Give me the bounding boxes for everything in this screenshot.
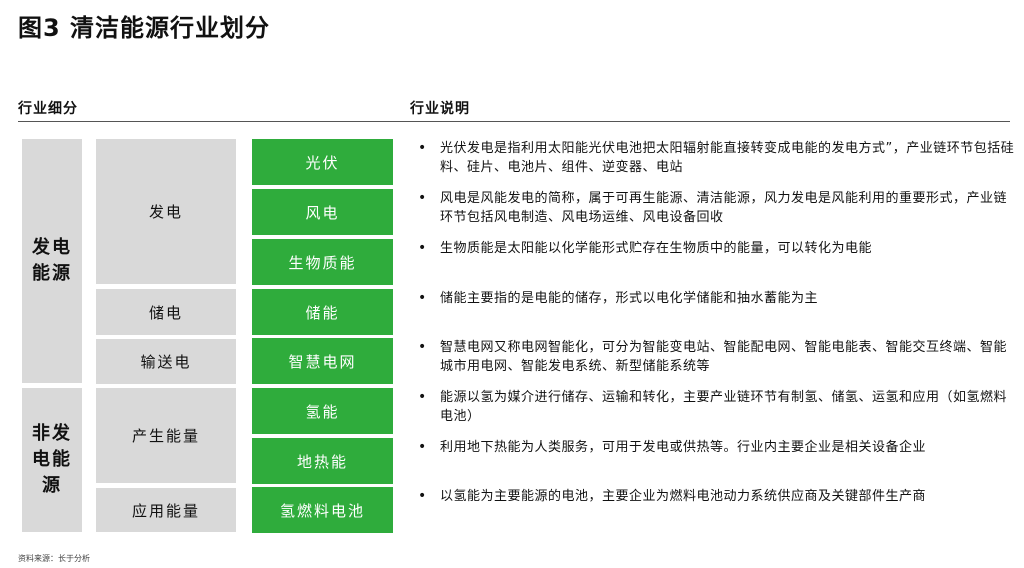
- subcategory-transmission: 输送电: [96, 339, 236, 384]
- description-text: 能源以氢为媒介进行储存、运输和转化，主要产业链环节有制氢、储氢、运氢和应用（如氢…: [440, 390, 1008, 424]
- description-text: 利用地下热能为人类服务，可用于发电或供热等。行业内主要企业是相关设备企业: [440, 440, 927, 455]
- subcategory-generation: 发电: [96, 139, 236, 284]
- segment-geothermal: 地热能: [252, 438, 393, 484]
- description-biomass: • 生物质能是太阳能以化学能形式贮存在生物质中的能量，可以转化为电能: [418, 239, 1018, 258]
- segment-smart-grid: 智慧电网: [252, 338, 393, 384]
- figure-title: 图3 清洁能源行业划分: [18, 14, 271, 42]
- header-divider: [18, 121, 1010, 122]
- bullet: •: [418, 190, 427, 206]
- category-power-energy: 发电 能源: [22, 139, 82, 383]
- segment-hydrogen: 氢能: [252, 388, 393, 434]
- description-geothermal: • 利用地下热能为人类服务，可用于发电或供热等。行业内主要企业是相关设备企业: [418, 438, 1018, 457]
- description-text: 风电是风能发电的简称，属于可再生能源、清洁能源，风力发电是风能利用的重要形式，产…: [440, 191, 1008, 225]
- bullet: •: [418, 140, 427, 156]
- bullet: •: [418, 339, 427, 355]
- segment-energy-storage: 储能: [252, 289, 393, 335]
- header-segment: 行业细分: [18, 101, 78, 117]
- bullet: •: [418, 389, 427, 405]
- description-hydrogen-fuel-cell: • 以氢能为主要能源的电池，主要企业为燃料电池动力系统供应商及关键部件生产商: [418, 487, 1018, 506]
- description-text: 以氢能为主要能源的电池，主要企业为燃料电池动力系统供应商及关键部件生产商: [440, 489, 927, 504]
- bullet: •: [418, 439, 427, 455]
- source-note: 资料来源：长于分析: [18, 554, 90, 563]
- description-wind-power: • 风电是风能发电的简称，属于可再生能源、清洁能源，风力发电是风能利用的重要形式…: [418, 189, 1018, 227]
- bullet: •: [418, 290, 427, 306]
- category-non-power-energy: 非发 电能 源: [22, 388, 82, 532]
- description-text: 储能主要指的是电能的储存，形式以电化学储能和抽水蓄能为主: [440, 291, 819, 306]
- description-smart-grid: • 智慧电网又称电网智能化，可分为智能变电站、智能配电网、智能电能表、智能交互终…: [418, 338, 1018, 376]
- subcategory-storage: 储电: [96, 289, 236, 335]
- description-photovoltaic: • 光伏发电是指利用太阳能光伏电池把太阳辐射能直接转变成电能的发电方式”，产业链…: [418, 139, 1018, 177]
- bullet: •: [418, 240, 427, 256]
- segment-hydrogen-fuel-cell: 氢燃料电池: [252, 487, 393, 533]
- description-energy-storage: • 储能主要指的是电能的储存，形式以电化学储能和抽水蓄能为主: [418, 289, 1018, 308]
- segment-photovoltaic: 光伏: [252, 139, 393, 185]
- header-description: 行业说明: [410, 101, 470, 117]
- description-text: 生物质能是太阳能以化学能形式贮存在生物质中的能量，可以转化为电能: [440, 241, 873, 256]
- description-hydrogen: • 能源以氢为媒介进行储存、运输和转化，主要产业链环节有制氢、储氢、运氢和应用（…: [418, 388, 1018, 426]
- bullet: •: [418, 488, 427, 504]
- segment-biomass: 生物质能: [252, 239, 393, 285]
- subcategory-produce-energy: 产生能量: [96, 388, 236, 483]
- description-text: 光伏发电是指利用太阳能光伏电池把太阳辐射能直接转变成电能的发电方式”，产业链环节…: [440, 141, 1015, 175]
- description-text: 智慧电网又称电网智能化，可分为智能变电站、智能配电网、智能电能表、智能交互终端、…: [440, 340, 1008, 374]
- segment-wind-power: 风电: [252, 189, 393, 235]
- subcategory-apply-energy: 应用能量: [96, 488, 236, 532]
